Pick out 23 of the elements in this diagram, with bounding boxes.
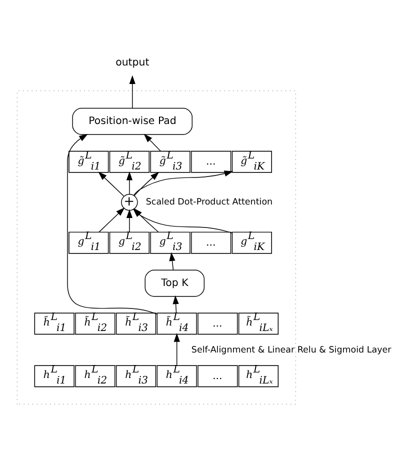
node-circle: + <box>121 194 138 211</box>
arrow <box>126 171 133 194</box>
arrow <box>174 333 180 366</box>
arrow <box>98 172 124 196</box>
arrow <box>129 75 136 108</box>
arrow <box>126 209 133 233</box>
node-label: Scaled Dot-Product Attention <box>146 198 273 208</box>
node-box: ... <box>198 312 238 335</box>
node-box: ... <box>191 150 232 173</box>
node-box: ... <box>191 232 232 254</box>
arrow <box>67 134 158 315</box>
node-box: Position-wise Pad <box>72 108 193 135</box>
arrow <box>133 170 234 196</box>
arrow <box>144 134 162 152</box>
node-box: ... <box>198 365 238 388</box>
arrow <box>98 208 125 233</box>
arrow <box>169 252 176 270</box>
node-box: Top K <box>144 270 205 297</box>
edge-label: Self-Alignment & Linear Relu & Sigmoid Layer <box>191 346 392 356</box>
arrow <box>172 295 179 314</box>
cluster <box>16 90 296 405</box>
node-text: output <box>116 58 150 69</box>
arrow <box>134 172 160 196</box>
